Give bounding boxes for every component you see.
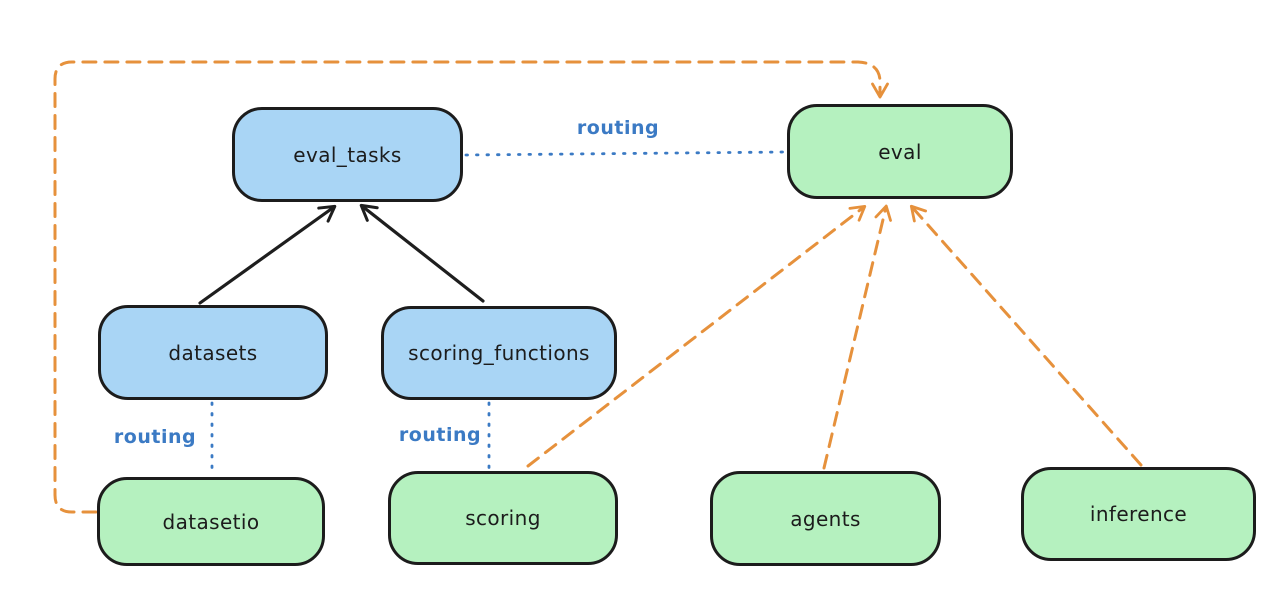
edge-scoring-to-eval <box>526 204 867 468</box>
node-agents: agents <box>710 471 941 566</box>
node-inference: inference <box>1021 467 1256 561</box>
node-datasets-label: datasets <box>168 340 258 365</box>
edge-eval-tasks-to-eval-routing <box>464 150 787 157</box>
edge-label-routing-scoring: routing <box>398 424 482 446</box>
edge-datasets-to-eval-tasks <box>198 204 337 305</box>
node-eval-tasks: eval_tasks <box>232 107 463 202</box>
node-eval-label: eval <box>878 139 922 164</box>
edge-label-routing-datasetio: routing <box>113 426 197 448</box>
node-datasetio: datasetio <box>97 477 325 566</box>
node-scoring-functions-label: scoring_functions <box>408 341 590 365</box>
edge-label-routing-eval: routing <box>576 117 660 139</box>
node-scoring-functions: scoring_functions <box>381 306 617 400</box>
node-inference-label: inference <box>1089 502 1188 526</box>
edge-scoring-functions-to-eval-tasks <box>359 203 485 303</box>
node-scoring: scoring <box>388 471 618 565</box>
edge-agents-to-eval <box>822 204 892 470</box>
edge-datasetio-to-eval <box>53 60 889 514</box>
edge-inference-to-eval <box>909 204 1143 467</box>
node-agents-label: agents <box>790 506 861 531</box>
node-eval: eval <box>787 104 1013 199</box>
node-datasetio-label: datasetio <box>162 509 260 534</box>
node-datasets: datasets <box>98 305 328 400</box>
node-eval-tasks-label: eval_tasks <box>293 142 402 167</box>
node-scoring-label: scoring <box>465 506 541 530</box>
